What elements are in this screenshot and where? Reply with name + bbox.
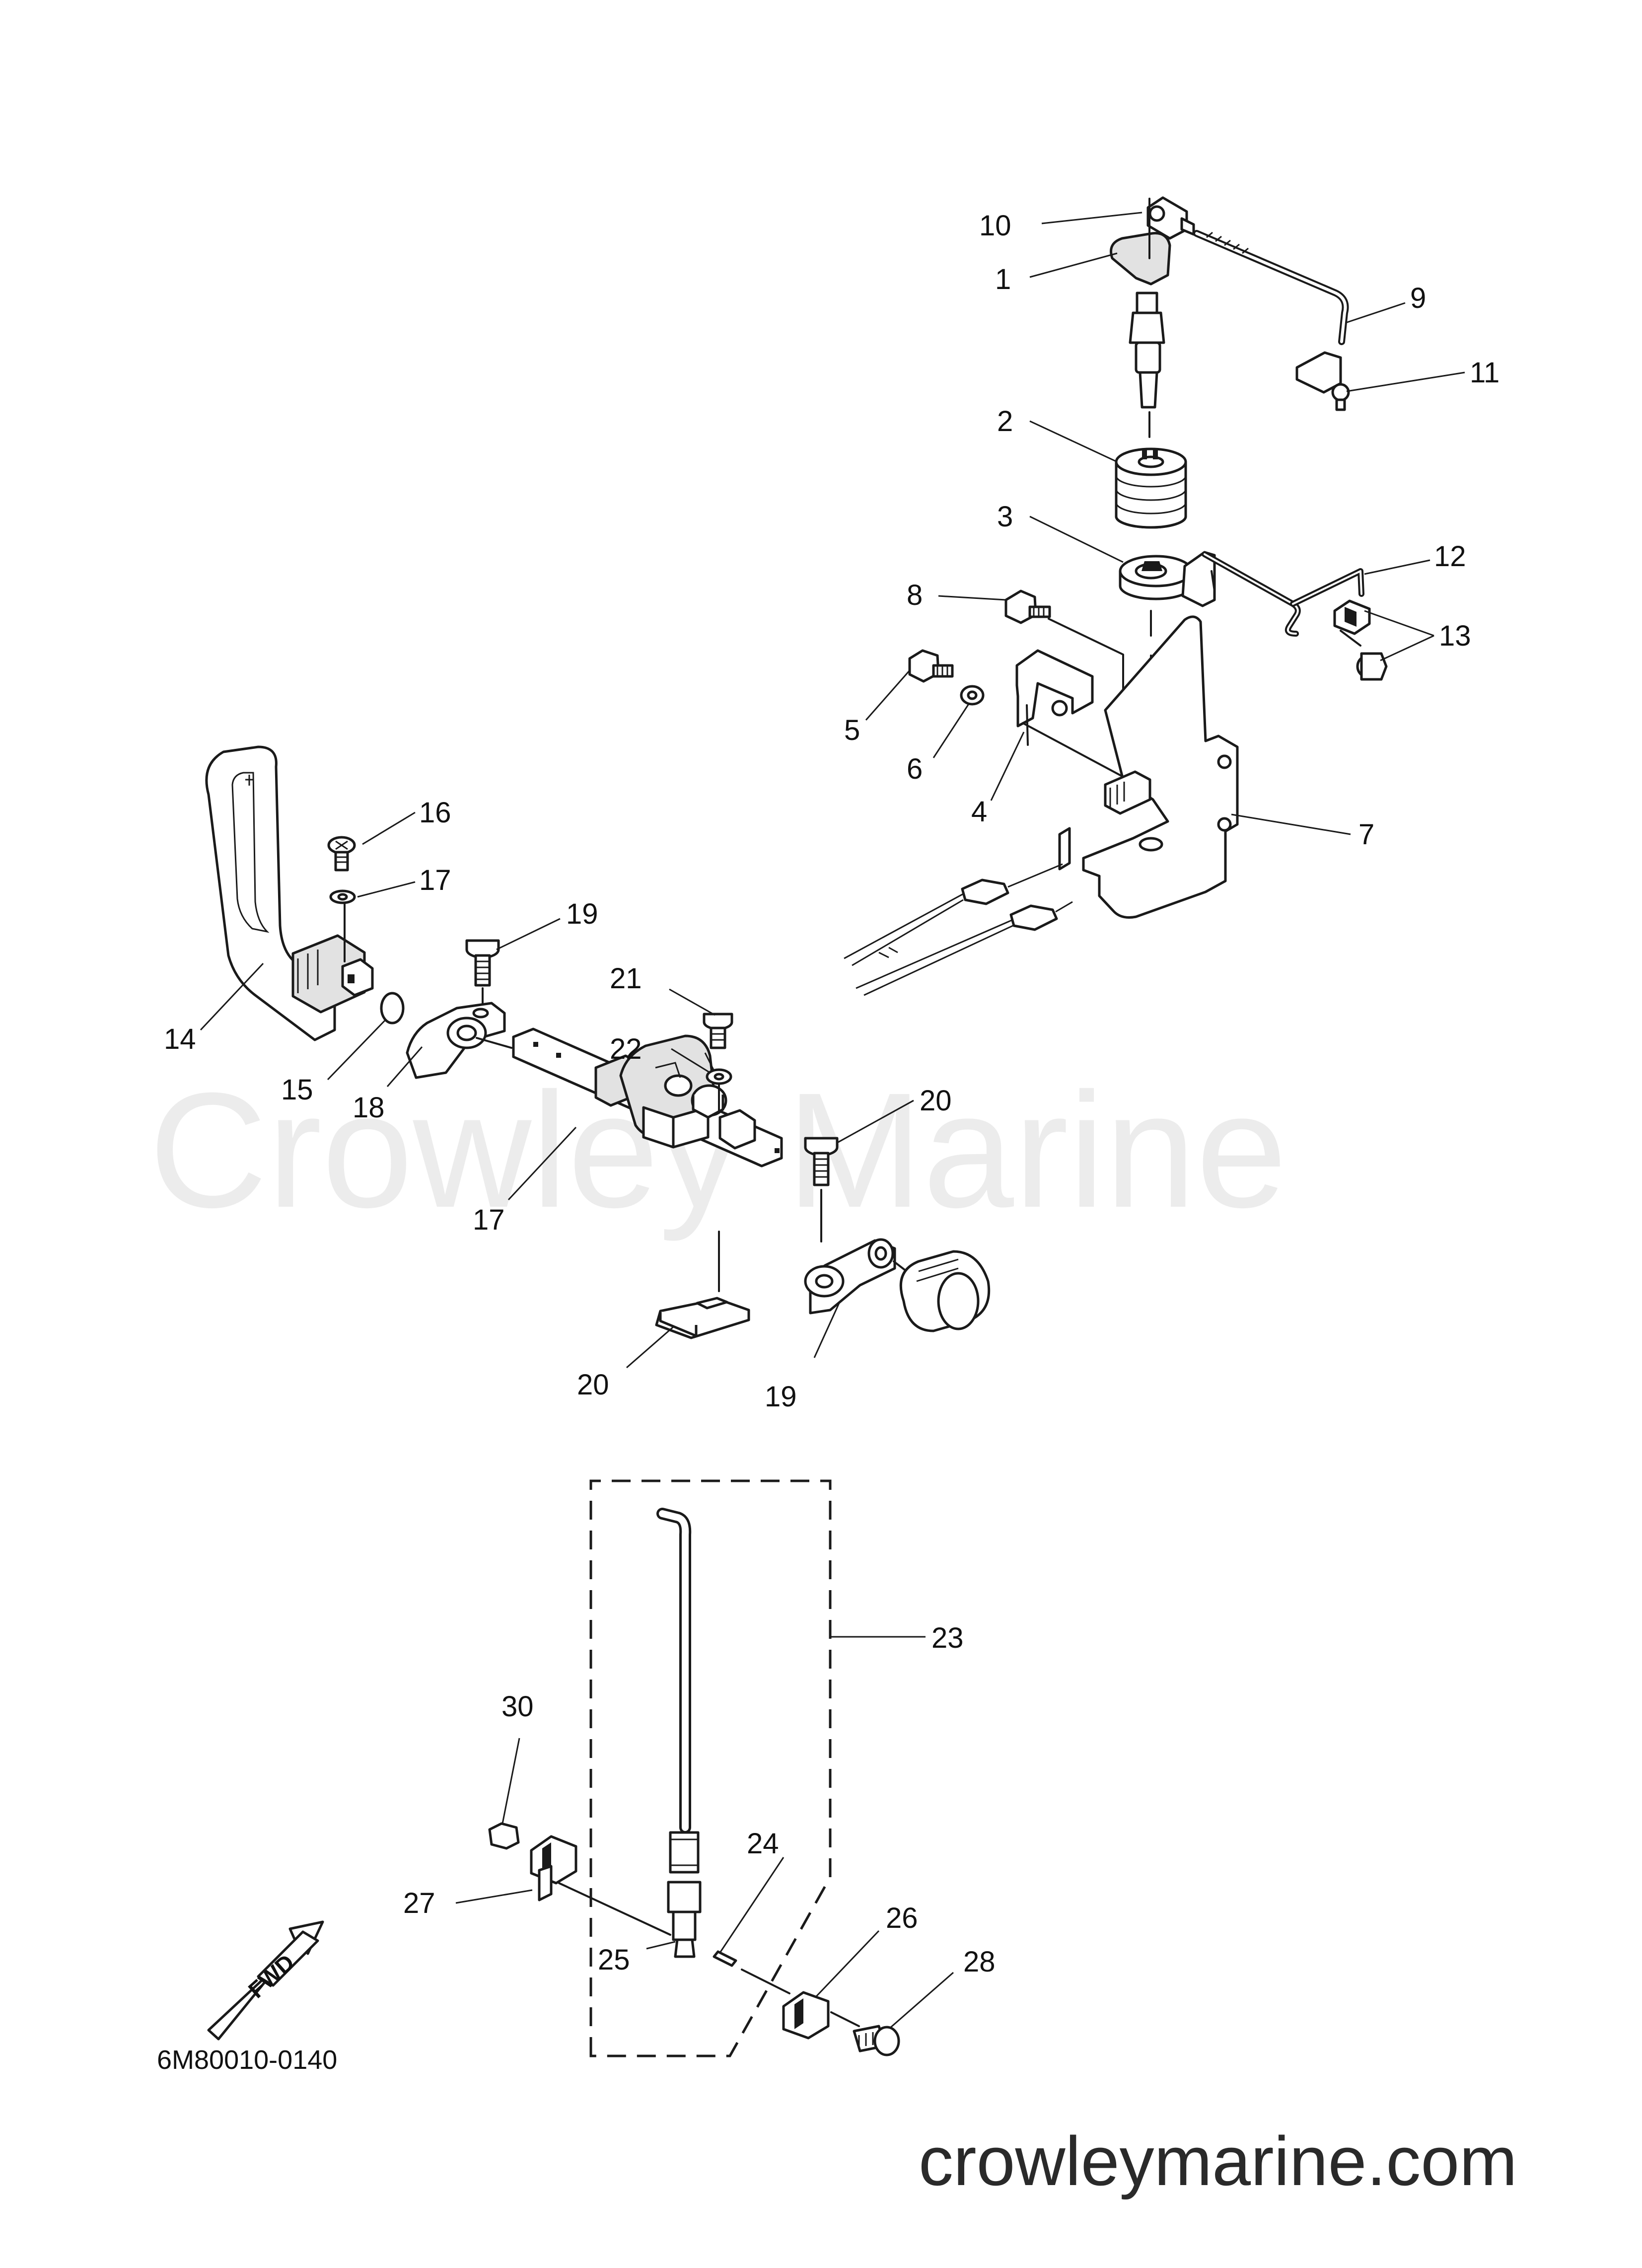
fwd-arrow-icon: FWD [207, 1920, 324, 2041]
throttle-lever-assembly [844, 196, 1388, 996]
callout-20-right: 20 [920, 1085, 952, 1117]
part-17-washer [329, 889, 356, 904]
callout-18: 17 [473, 1204, 505, 1236]
part-14-lever [205, 745, 374, 1041]
callout-21: 20 [577, 1369, 609, 1401]
part-5-screw [908, 649, 954, 683]
callout-11: 11 [1470, 357, 1499, 389]
part-22-bolt [703, 1013, 733, 1049]
callout-24: 23 [931, 1622, 964, 1654]
callout-30: 30 [501, 1690, 534, 1723]
callout-23: 22 [610, 1033, 642, 1065]
part-15-oring [380, 992, 405, 1024]
callout-9: 9 [1410, 282, 1426, 314]
part-11-joint [1295, 351, 1350, 411]
callout-3: 3 [997, 501, 1013, 533]
part-13-clip [1333, 599, 1388, 681]
part-24-kit-outline [589, 1479, 832, 2057]
part-12-rod [1202, 551, 1364, 637]
part-16-screw [327, 836, 356, 872]
leader-lines [200, 212, 1465, 2029]
part-19-bushing-left [406, 1002, 506, 1079]
callout-5: 5 [844, 714, 860, 746]
part-21-plate [655, 1297, 750, 1339]
callout-25: 24 [747, 1828, 779, 1860]
callout-12: 12 [1434, 540, 1466, 573]
part-9-rod [1193, 230, 1349, 345]
callout-14: 14 [164, 1023, 196, 1055]
callout-20-left: 19 [566, 898, 598, 930]
callout-19-left: 18 [353, 1092, 385, 1124]
part-10-joint [1146, 196, 1195, 240]
part-23-washer [706, 1068, 732, 1085]
part-1-cam [1110, 232, 1171, 409]
grommet-cap [899, 1250, 991, 1332]
callout-8: 8 [907, 579, 923, 611]
callout-4: 4 [971, 796, 987, 828]
callout-29: 28 [963, 1946, 996, 1978]
callout-22: 21 [610, 962, 642, 995]
part-6-washer [960, 685, 985, 706]
callout-27: 26 [886, 1902, 918, 1934]
shift-lever-assembly [205, 745, 991, 1339]
part-24-rod [656, 1508, 702, 1958]
callout-7: 7 [1358, 818, 1374, 851]
callout-28: 27 [403, 1887, 435, 1919]
part-4-bracket [1015, 649, 1094, 746]
callout-10: 10 [979, 210, 1011, 242]
site-url[interactable]: crowleymarine.com [919, 2122, 1517, 2200]
shift-rod-assembly [488, 1479, 900, 2057]
callout-6: 6 [907, 753, 923, 785]
callout-15: 15 [281, 1074, 313, 1106]
part-28-clip [530, 1835, 577, 1902]
control-cables [844, 863, 1073, 996]
part-20-bolt-left [465, 939, 500, 987]
part-20-bolt-right [804, 1137, 839, 1186]
part-25-pin [713, 1950, 737, 1967]
part-7-bracket [1058, 615, 1239, 919]
part-30-nut [488, 1822, 520, 1850]
part-19-bushing-right [804, 1238, 896, 1315]
part-8-screw [1004, 589, 1051, 624]
part-27-clip [782, 1991, 830, 2040]
part-29-screw [853, 2025, 900, 2056]
callout-numbers: 10 1 9 11 2 3 12 13 8 5 6 4 7 16 17 14 1… [164, 210, 1499, 1978]
callout-17: 17 [419, 864, 451, 896]
part-3-plate [1119, 551, 1216, 607]
callout-2: 2 [997, 405, 1013, 438]
diagram-code: 6M80010-0140 [157, 2045, 337, 2075]
callout-16: 16 [419, 797, 451, 829]
callout-26: 25 [598, 1944, 630, 1976]
callout-19-right: 19 [765, 1381, 797, 1413]
callout-1: 1 [995, 263, 1011, 295]
callout-13: 13 [1439, 620, 1471, 652]
part-2-drum [1115, 447, 1187, 529]
